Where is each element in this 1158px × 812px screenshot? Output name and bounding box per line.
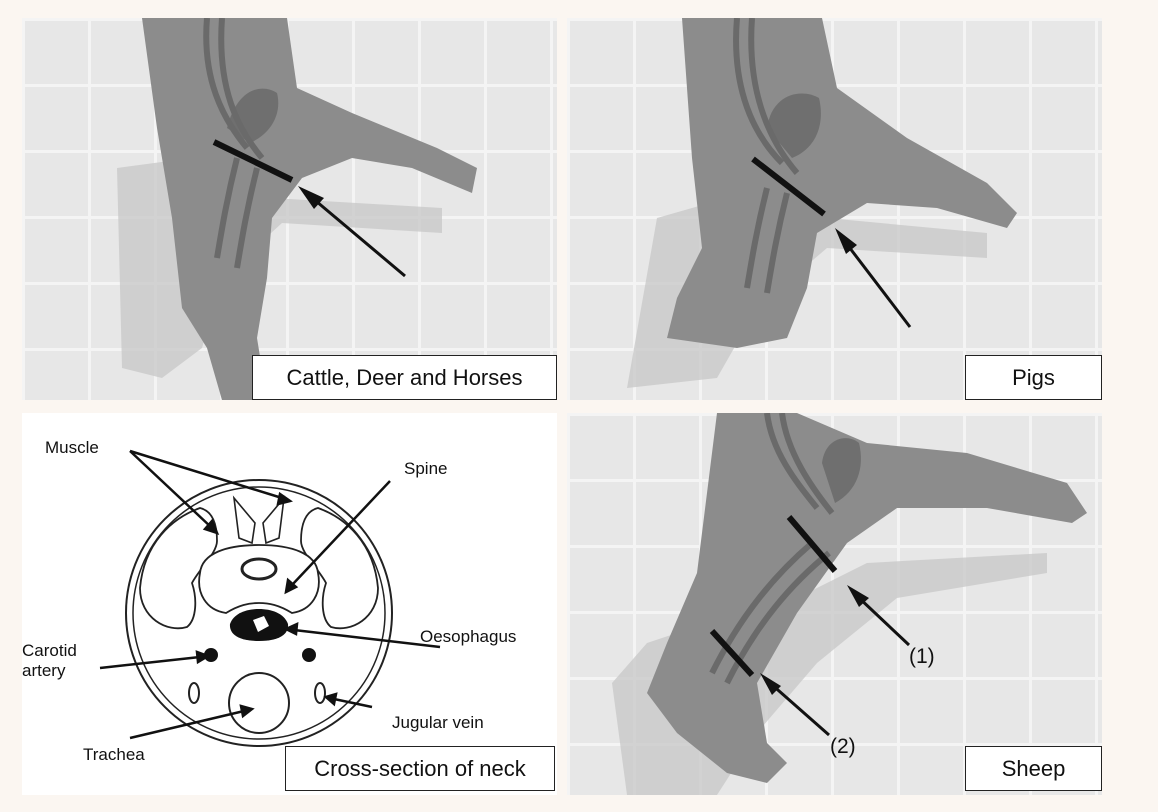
cross-section-diagram: [22, 413, 557, 795]
jugular-vein-label: Jugular vein: [392, 713, 484, 733]
right-jugular-vein: [315, 683, 325, 703]
left-dorsal-muscle: [234, 498, 255, 543]
spine-label: Spine: [404, 459, 447, 479]
right-carotid-artery: [302, 648, 316, 662]
sheep-marker-1: (1): [909, 645, 935, 669]
pigs-caption: Pigs: [965, 355, 1102, 400]
sheep-marker-2: (2): [830, 735, 856, 759]
sheep-panel: (1) (2) Sheep: [567, 413, 1102, 795]
cross-section-panel: Muscle Spine Carotid artery Oesophagus J…: [22, 413, 557, 795]
sheep-caption: Sheep: [965, 746, 1102, 791]
cattle-caption: Cattle, Deer and Horses: [252, 355, 557, 400]
oesophagus-label: Oesophagus: [420, 627, 516, 647]
pigs-arrow: [846, 243, 910, 327]
pigs-panel: Pigs: [567, 18, 1102, 400]
sheep-arrow-2: [770, 683, 829, 735]
left-jugular-vein: [189, 683, 199, 703]
trachea-label: Trachea: [83, 745, 145, 765]
trachea-shape: [229, 673, 289, 733]
pigs-illustration: [567, 18, 1102, 400]
pigs-body: [667, 18, 1017, 348]
cross-section-caption: Cross-section of neck: [285, 746, 555, 791]
right-dorsal-muscle: [263, 498, 284, 543]
muscle-label: Muscle: [45, 438, 99, 458]
carotid-artery-label: Carotid artery: [22, 641, 90, 681]
cattle-illustration: [22, 18, 557, 400]
spinal-canal: [242, 559, 276, 579]
cattle-panel: Cattle, Deer and Horses: [22, 18, 557, 400]
